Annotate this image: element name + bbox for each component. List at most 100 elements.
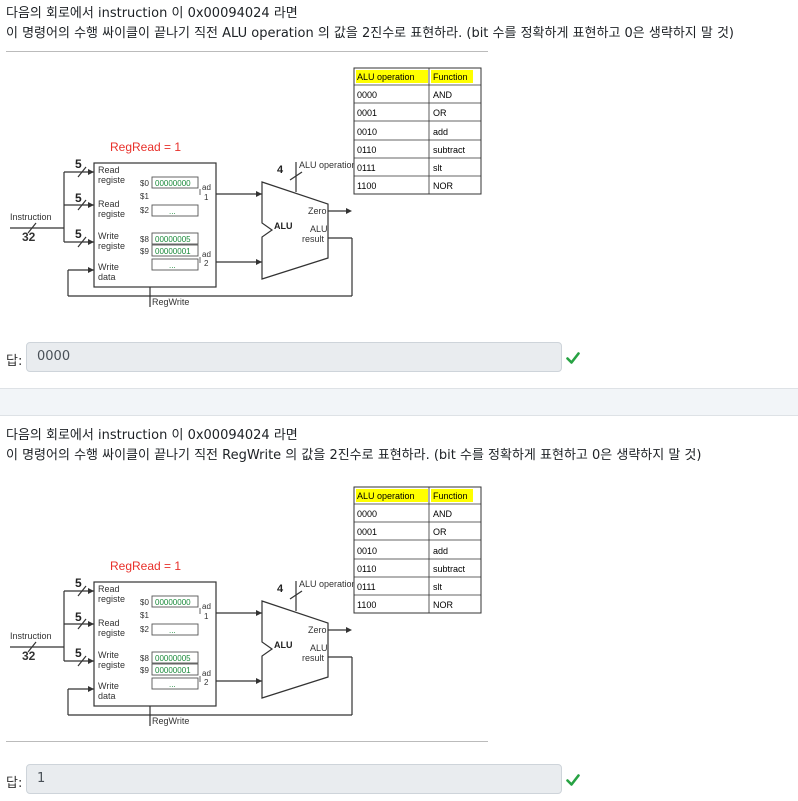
- diagram-shape: [353, 486, 482, 614]
- diagram-label: ALU: [310, 643, 328, 653]
- alu-label: ALU: [274, 640, 293, 650]
- diagram-shape: [151, 176, 199, 271]
- diagram-label: $9: [140, 247, 149, 256]
- alu-operation-table: ALU operation Function 0000 AND 0001 OR …: [353, 486, 482, 614]
- diagram-shape: [354, 487, 481, 613]
- diagram-label: Write: [98, 231, 119, 241]
- diagram-label: data: [98, 691, 116, 701]
- diagram-label: ad: [202, 183, 211, 192]
- diagram-label: 00000000: [155, 179, 191, 188]
- diagram-label: 0111: [357, 582, 376, 592]
- diagram-label: data: [98, 272, 116, 282]
- diagram-label: NOR: [433, 181, 454, 191]
- alu-operation-label: ALU operation: [299, 579, 357, 589]
- diagram-label: Read: [98, 165, 120, 175]
- reg-s9-box: [151, 663, 199, 676]
- regread-label: RegRead = 1: [110, 559, 181, 573]
- reg-s9-box: [151, 244, 199, 257]
- regwrite-label: RegWrite: [152, 716, 189, 726]
- diagram-label: result: [302, 653, 325, 663]
- diagram-shape: [289, 590, 303, 600]
- answer-input[interactable]: 0000: [26, 342, 562, 372]
- diagram-label: 2: [204, 259, 209, 268]
- diagram-label: 0000: [357, 509, 377, 519]
- diagram-label: 4: [277, 583, 284, 595]
- circuit-diagram: RegRead = 1 Instruction 32 5 5 5 4 Read …: [10, 486, 482, 726]
- diagram-label: 0111: [357, 163, 376, 173]
- reg-s8-box: [151, 232, 199, 245]
- diagram-shape: [151, 595, 199, 690]
- diagram-label: registe: [98, 175, 125, 185]
- diagram-shape: [88, 588, 94, 594]
- reg-extra-box: [151, 258, 199, 271]
- diagram-label: ad: [202, 602, 211, 611]
- diagram-label: 0010: [357, 546, 377, 556]
- question-separator: [0, 388, 798, 416]
- diagram-label: Zero: [308, 206, 327, 216]
- diagram-shape: [289, 171, 303, 181]
- diagram-label: $0: [140, 598, 149, 607]
- reg-s8-box: [151, 651, 199, 664]
- answer-input[interactable]: 1: [26, 764, 562, 794]
- diagram-label: ...: [169, 207, 176, 216]
- diagram-label: ALU: [310, 224, 328, 234]
- answer-label: 답:: [6, 354, 23, 369]
- diagram-label: 5: [75, 576, 82, 590]
- diagram-label: 1: [204, 193, 209, 202]
- diagram-label: ad: [202, 669, 211, 678]
- diagram-shape: [77, 655, 87, 667]
- diagram-label: Function: [433, 491, 468, 501]
- instruction-bits: 32: [22, 230, 36, 244]
- diagram-label: Write: [98, 650, 119, 660]
- diagram-label: 00000005: [155, 235, 191, 244]
- question-1: 다음의 회로에서 instruction 이 0x00094024 라면 이 명…: [0, 0, 798, 388]
- diagram-shape: [27, 222, 37, 234]
- reg-extra-box: [151, 677, 199, 690]
- diagram-shape: [77, 166, 87, 178]
- diagram-label: $2: [140, 625, 149, 634]
- instruction-label: Instruction: [10, 212, 52, 222]
- diagram-label: $8: [140, 235, 149, 244]
- register-file: [93, 162, 217, 288]
- diagram-label: 1100: [357, 181, 376, 191]
- diagram-label: 5: [75, 157, 82, 171]
- diagram-label: 0000: [357, 90, 377, 100]
- figure-rule: [6, 741, 488, 742]
- diagram-shape: [77, 618, 87, 630]
- diagram-shape: [27, 641, 37, 653]
- diagram-label: registe: [98, 594, 125, 604]
- diagram-label: 0010: [357, 127, 377, 137]
- diagram-label: NOR: [433, 600, 454, 610]
- diagram-label: ALU operation: [357, 72, 415, 82]
- diagram-label: 00000001: [155, 666, 191, 675]
- diagram-shape: [261, 181, 329, 280]
- regwrite-label: RegWrite: [152, 297, 189, 307]
- regread-label: RegRead = 1: [110, 140, 181, 154]
- diagram-label: ...: [169, 680, 176, 689]
- diagram-shape: [356, 70, 428, 83]
- figure-rule: [6, 51, 488, 52]
- diagram-shape: [88, 686, 94, 692]
- diagram-label: $9: [140, 666, 149, 675]
- answer-label: 답:: [6, 776, 23, 791]
- diagram-label: Read: [98, 618, 120, 628]
- diagram-label: Read: [98, 584, 120, 594]
- diagram-label: 1: [204, 612, 209, 621]
- diagram-label: $1: [140, 192, 149, 201]
- diagram-shape: [10, 581, 353, 726]
- diagram-shape: [88, 658, 94, 664]
- diagram-label: Zero: [308, 625, 327, 635]
- diagram-shape: [77, 236, 87, 248]
- diagram-label: Write: [98, 681, 119, 691]
- diagram-shape: [256, 259, 262, 265]
- circuit-figure: RegRead = 1 Instruction 32 5 5 5 4 Read …: [6, 52, 488, 322]
- check-icon: [566, 774, 580, 786]
- diagram-shape: [256, 610, 262, 616]
- diagram-label: 5: [75, 191, 82, 205]
- diagram-label: 0110: [357, 145, 376, 155]
- question-2: 다음의 회로에서 instruction 이 0x00094024 라면 이 명…: [0, 415, 798, 801]
- diagram-label: 5: [75, 227, 82, 241]
- diagram-label: result: [302, 234, 325, 244]
- diagram-label: 0001: [357, 108, 377, 118]
- diagram-shape: [88, 267, 94, 273]
